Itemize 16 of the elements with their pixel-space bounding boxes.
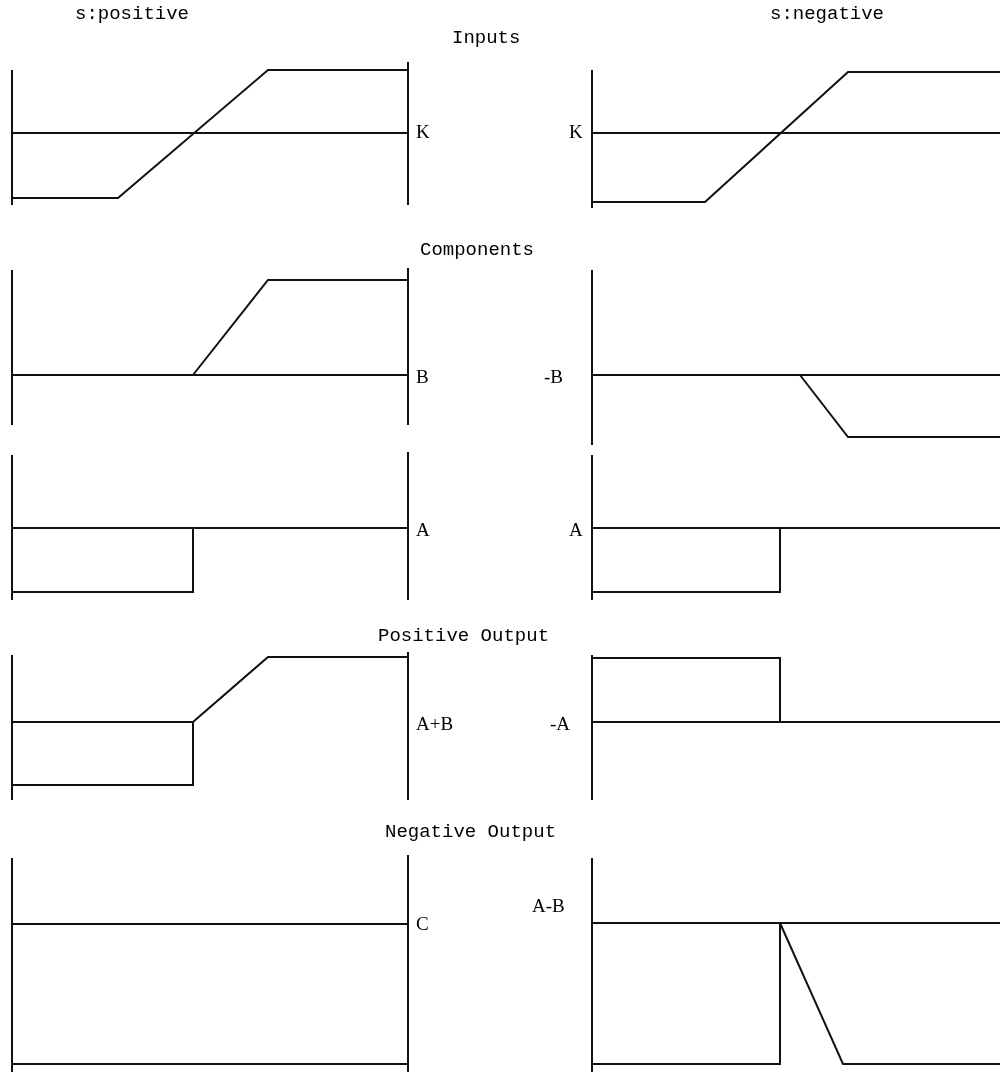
signal-label: C	[416, 912, 429, 936]
heading: Components	[420, 238, 535, 262]
heading: Inputs	[452, 26, 521, 50]
signal-label: B	[416, 365, 429, 389]
heading: Positive Output	[378, 624, 550, 648]
signal-label: A-B	[532, 894, 565, 918]
heading: s:positive	[75, 2, 190, 26]
heading: Negative Output	[385, 820, 557, 844]
signal-label: A	[416, 518, 430, 542]
signal-label: A	[569, 518, 583, 542]
signal-label: K	[569, 120, 583, 144]
heading: s:negative	[770, 2, 885, 26]
signal-label: K	[416, 120, 430, 144]
signal-label: A+B	[416, 712, 454, 736]
signal-label: -A	[550, 712, 571, 736]
signal-label: -B	[544, 365, 563, 389]
